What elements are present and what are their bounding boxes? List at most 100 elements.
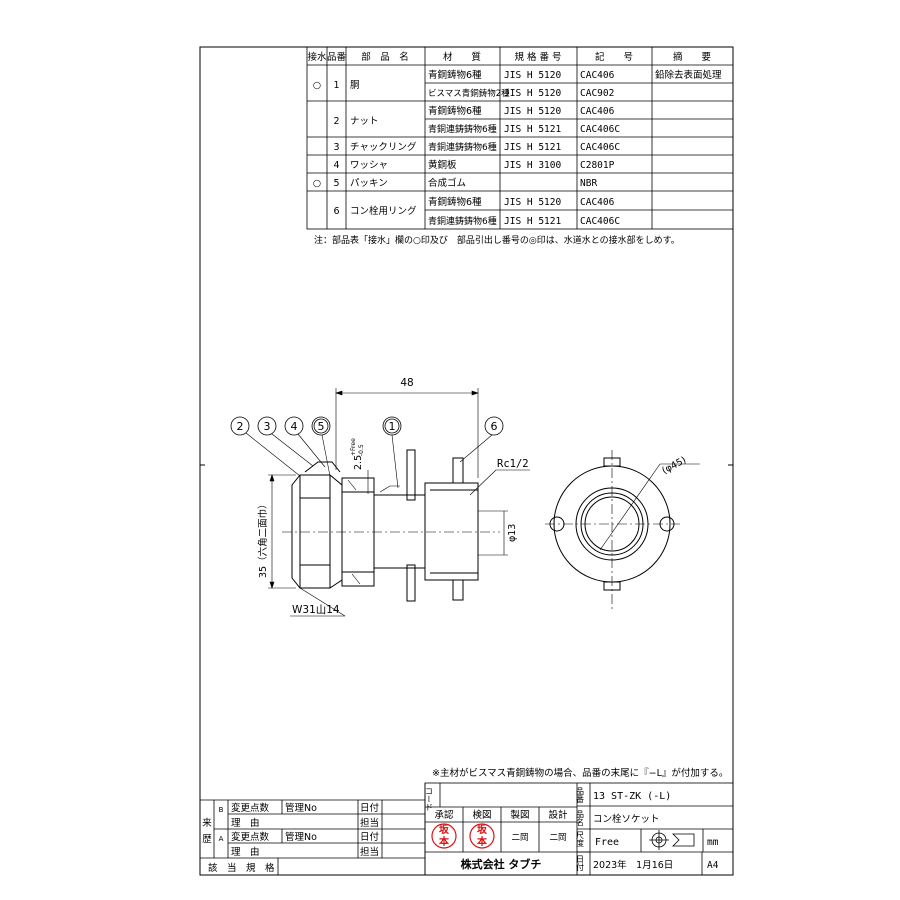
- row-1-name: 胴: [350, 80, 360, 91]
- row-2-spec: JIS H 5120: [504, 88, 561, 99]
- row-3-spec: JIS H 5120: [504, 106, 561, 117]
- row-3-name: ナット: [350, 116, 379, 127]
- row-6-name: ワッシャ: [350, 160, 388, 171]
- row-8-symbol: CAC406: [580, 197, 615, 208]
- row-7-drain: ○: [313, 178, 321, 189]
- balloon-5: 5: [318, 420, 325, 433]
- sheet-border: [199, 46, 734, 876]
- rev-b-charge: 担当: [360, 817, 379, 829]
- row-1-drain: ○: [313, 80, 321, 91]
- rev-a-charge: 担当: [360, 846, 379, 858]
- stamp-2-top: 坂: [477, 823, 488, 836]
- dim-35: 35（六角二面巾）: [257, 499, 269, 578]
- row-8-spec: JIS H 5120: [504, 197, 561, 208]
- header-drain: 接水: [307, 51, 327, 63]
- row-5-no: 3: [333, 142, 339, 153]
- approval-header-3: 製図: [510, 809, 529, 821]
- parts-table-note: 注：部品表「接水」欄の○印及び 部品引出し番号の◎印は、水道水との接水部をしめす…: [314, 234, 680, 246]
- rev-a-change: 変更点数: [231, 831, 270, 843]
- row-3-no: 2: [333, 116, 339, 127]
- paper-size: A4: [707, 860, 719, 871]
- balloon-4: 4: [291, 420, 298, 433]
- header-material: 材 質: [443, 51, 481, 63]
- row-7-no: 5: [333, 178, 339, 189]
- parts-table-body: ○ 1 胴 青銅鋳物6種 JIS H 5120 CAC406 鉛除去表面処理 ビ…: [313, 69, 722, 227]
- row-7-symbol: NBR: [580, 178, 597, 189]
- rev-b-reason: 理 由: [231, 817, 260, 829]
- row-8-material: 青銅鋳物6種: [428, 196, 482, 208]
- unit-value: mm: [707, 837, 719, 848]
- date-label: 日付: [576, 855, 585, 872]
- row-8-no: 6: [333, 206, 339, 217]
- row-5-spec: JIS H 5121: [504, 142, 561, 153]
- rev-b-mgmt: 管理No: [285, 802, 317, 814]
- rev-a-reason: 理 由: [231, 846, 260, 858]
- title-block: [424, 782, 734, 876]
- drafter-name: 二岡: [511, 833, 528, 843]
- dim-phi13: φ13: [507, 524, 518, 542]
- designer-name: 二岡: [549, 833, 566, 843]
- rev-a-date: 日付: [360, 832, 380, 843]
- dim-tolerance-sub: -0.5: [358, 444, 365, 456]
- row-1-no: 1: [333, 80, 339, 91]
- row-7-name: パッキン: [350, 178, 388, 189]
- row-8-name: コン栓用リング: [350, 205, 417, 217]
- approval-header-4: 設計: [548, 809, 568, 821]
- code-label: コード: [425, 787, 434, 811]
- rev-a-mgmt: 管理No: [285, 831, 317, 843]
- stamp-2-bottom: 本: [477, 835, 488, 848]
- dim-tolerance: 2.5: [353, 455, 364, 470]
- row-1-symbol: CAC406: [580, 70, 615, 81]
- side-view: [282, 449, 500, 602]
- stamp-1-top: 坂: [439, 823, 450, 836]
- header-spec: 規 格 番 号: [514, 51, 561, 63]
- row-6-symbol: C2801P: [580, 160, 615, 171]
- part-no: 13 ST-ZK (-L): [593, 791, 671, 802]
- part-name-label: 品名: [576, 810, 585, 827]
- row-4-symbol: CAC406C: [580, 124, 620, 135]
- dim-w31: W31山14: [292, 604, 340, 616]
- date-value: 2023年 1月16日: [593, 859, 673, 871]
- scale-value: Free: [595, 837, 619, 848]
- row-5-name: チャックリング: [350, 141, 417, 153]
- front-view: [545, 450, 700, 610]
- row-6-spec: JIS H 3100: [504, 160, 561, 171]
- row-1-material: 青銅鋳物6種: [428, 69, 482, 81]
- rev-side-top: 来: [202, 818, 212, 829]
- row-7-material: 合成ゴム: [428, 177, 466, 189]
- rev-mark-b: B: [219, 806, 224, 814]
- header-remarks: 摘 要: [673, 51, 711, 63]
- stamp-1-bottom: 本: [439, 835, 450, 848]
- parts-table: [306, 46, 734, 230]
- dim-48: 48: [400, 377, 413, 389]
- row-3-material: 青銅鋳物6種: [428, 105, 482, 117]
- rev-standard-label: 該 当 規 格: [208, 862, 275, 874]
- header-name: 部 品 名: [361, 51, 409, 63]
- rev-b-change: 変更点数: [231, 802, 270, 814]
- approval-header-1: 承認: [434, 809, 454, 821]
- company-name: 株式会社 タブチ: [461, 857, 542, 871]
- header-no: 品番: [327, 51, 347, 63]
- revision-block: [200, 783, 426, 875]
- row-3-symbol: CAC406: [580, 106, 615, 117]
- parts-table-header: 接水 品番 部 品 名 材 質 規 格 番 号 記 号 摘 要: [307, 51, 711, 63]
- row-5-material: 青銅連鋳鋳物6種: [428, 141, 497, 153]
- balloon-2: 2: [237, 420, 244, 433]
- row-9-spec: JIS H 5121: [504, 216, 561, 227]
- third-angle-projection-icon: [649, 830, 695, 850]
- balloon-3: 3: [264, 420, 271, 433]
- part-balloons: [230, 416, 504, 489]
- row-4-spec: JIS H 5121: [504, 124, 561, 135]
- part-no-label: 品番: [576, 787, 585, 804]
- rev-side-bottom: 歴: [202, 834, 212, 845]
- row-6-no: 4: [333, 160, 339, 171]
- row-6-material: 黄銅板: [428, 159, 457, 171]
- row-9-symbol: CAC406C: [580, 216, 620, 227]
- approval-header-2: 検図: [472, 809, 491, 821]
- row-2-material: ビスマス青銅鋳物2種: [428, 88, 510, 99]
- row-4-material: 青銅連鋳鋳物6種: [428, 123, 497, 135]
- rev-b-date: 日付: [360, 803, 380, 814]
- dim-rc: Rc1/2: [497, 458, 529, 470]
- scale-label: 尺度: [576, 831, 585, 848]
- dim-tolerance-sup: +Free: [350, 438, 357, 456]
